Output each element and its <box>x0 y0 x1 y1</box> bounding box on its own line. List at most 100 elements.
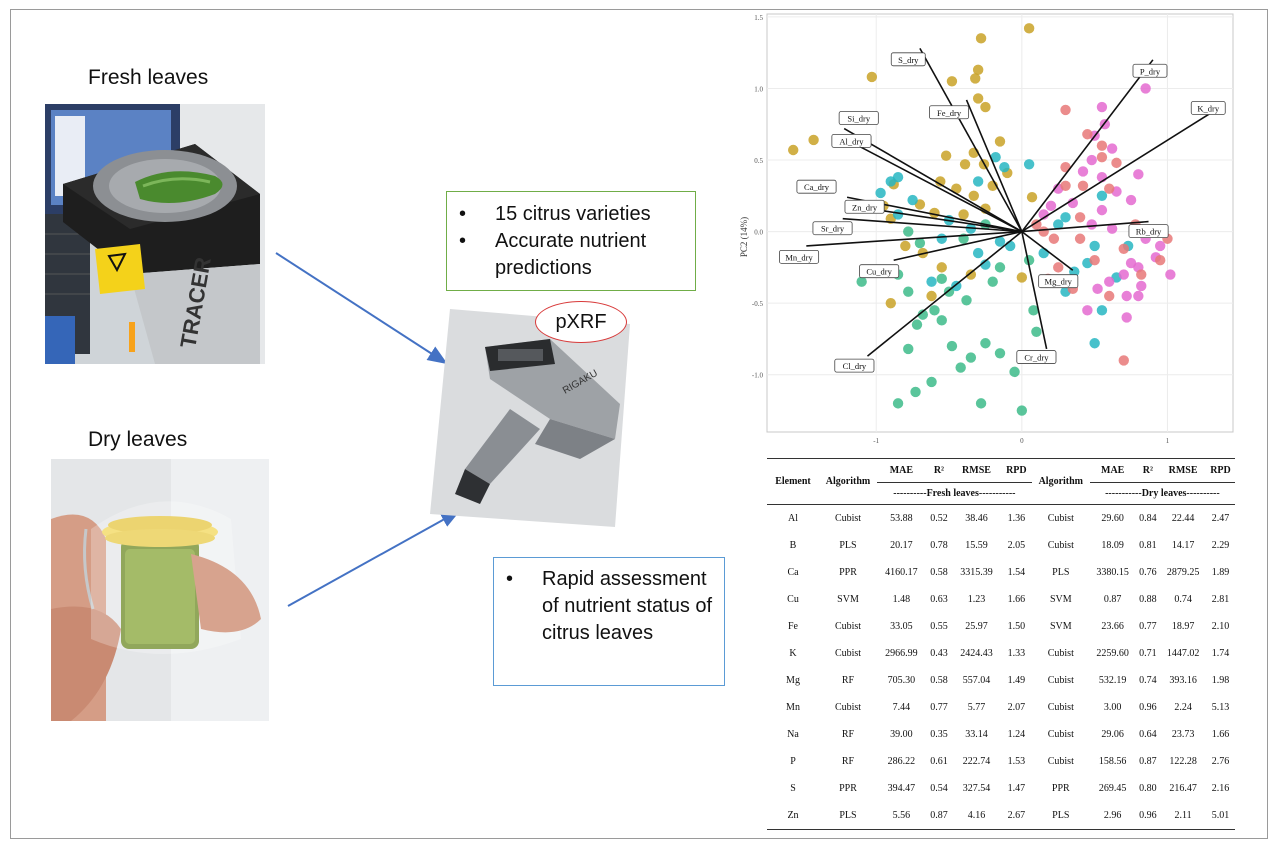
loading-label: Sr_dry <box>821 224 845 234</box>
table-cell: SVM <box>837 594 859 605</box>
score-point <box>955 362 966 373</box>
table-cell: K <box>789 648 797 659</box>
score-point <box>972 64 984 76</box>
score-point <box>1045 200 1057 212</box>
score-point <box>1106 143 1118 154</box>
table-cell: 14.17 <box>1171 540 1195 551</box>
score-point <box>1154 240 1166 252</box>
x-tick-label: 1 <box>1166 437 1170 445</box>
table-cell: PPR <box>839 567 857 578</box>
col-header: R² <box>925 458 953 483</box>
score-point <box>1009 366 1020 378</box>
score-point <box>965 352 977 363</box>
y-tick-label: 0.0 <box>754 229 763 237</box>
score-point <box>1060 212 1071 223</box>
table-cell: 0.87 <box>925 802 953 830</box>
table-cell: 1.74 <box>1211 648 1230 659</box>
table-cell: Na <box>787 729 799 740</box>
loading-label-box <box>779 249 820 264</box>
score-point <box>1074 212 1086 223</box>
score-point <box>1096 151 1108 163</box>
table-cell: 2.47 <box>1211 513 1230 524</box>
table-cell: 1.36 <box>1007 513 1026 524</box>
x-tick-label: 0 <box>1020 437 1024 445</box>
table-cell: Cubist <box>834 513 862 524</box>
loading-label: Fe_dry <box>937 108 962 118</box>
fresh-leaves-label: Fresh leaves <box>88 66 209 89</box>
col-header: RPD <box>1205 458 1235 483</box>
score-point <box>975 33 987 44</box>
score-point <box>965 269 977 280</box>
table-cell: Cubist <box>1047 756 1074 767</box>
loading-label: Cr_dry <box>1024 353 1049 363</box>
results-table: Element Algorithm MAE R² RMSE RPD Algori… <box>767 458 1235 830</box>
grid <box>767 14 1233 432</box>
table-cell: 0.77 <box>1139 621 1157 632</box>
table-cell: 286.22 <box>887 756 916 767</box>
loading-label: Rb_dry <box>1136 227 1162 237</box>
score-point <box>968 190 979 202</box>
table-cell: 2.10 <box>1211 621 1230 632</box>
score-point <box>1086 154 1097 166</box>
score-point <box>900 240 911 252</box>
loading-label-box <box>838 111 879 125</box>
table-cell: 1.48 <box>892 594 911 605</box>
y-tick-label: 1.5 <box>754 14 763 22</box>
score-point <box>1104 290 1115 302</box>
table-cell: 0.54 <box>930 783 948 794</box>
score-point <box>1082 305 1093 316</box>
table-cell: SVM <box>1049 594 1072 605</box>
score-point <box>1053 219 1064 230</box>
score-point <box>907 194 918 206</box>
table-cell: SVM <box>1049 621 1072 632</box>
dry-leaves-photo <box>51 459 269 721</box>
dry-leaves-label: Dry leaves <box>88 428 188 451</box>
loading-vector <box>1021 220 1149 233</box>
score-point <box>1074 233 1086 244</box>
table-cell: 2424.43 <box>960 648 993 659</box>
table-cell: Cubist <box>834 648 862 659</box>
table-cell: 5.77 <box>967 702 986 713</box>
table-cell: 0.64 <box>1139 729 1157 740</box>
score-point <box>808 134 819 146</box>
table-cell: 1.98 <box>1211 675 1230 686</box>
table-cell: 1.54 <box>1007 567 1026 578</box>
table-cell: Al <box>788 513 798 524</box>
table-cell: 3.00 <box>1103 702 1122 713</box>
score-point <box>1140 83 1151 94</box>
table-cell: 5.13 <box>1211 702 1230 713</box>
col-header: MAE <box>1089 458 1136 483</box>
table-cell: 1.23 <box>967 594 986 605</box>
table-cell: Cubist <box>1047 702 1074 713</box>
score-point <box>1096 190 1108 202</box>
col-header: Element <box>767 458 819 505</box>
table-cell: RF <box>841 675 855 686</box>
score-point <box>965 223 977 234</box>
score-point <box>1082 129 1093 140</box>
score-point <box>1038 247 1049 259</box>
table-cell: 1.49 <box>1007 675 1026 686</box>
loading-label: Mn_dry <box>785 252 813 262</box>
table-cell: 0.43 <box>930 648 948 659</box>
col-header: R² <box>1135 458 1161 483</box>
table-cell: 705.30 <box>887 675 916 686</box>
score-point <box>972 93 984 104</box>
table-cell: 0.61 <box>930 756 948 767</box>
table-cell: 1.89 <box>1211 567 1230 578</box>
table-cell: PPR <box>1051 783 1070 794</box>
score-point <box>1118 243 1129 254</box>
score-point <box>946 76 958 87</box>
table-cell: 122.28 <box>1169 756 1197 767</box>
loading-label: Si_dry <box>847 114 870 124</box>
table-cell: 22.44 <box>1171 513 1195 524</box>
loading-vector <box>1021 230 1074 271</box>
table-cell: 0.81 <box>1139 540 1157 551</box>
table-cell: 0.96 <box>1135 802 1161 830</box>
table-cell: Mg <box>786 675 800 686</box>
table-cell: 5.01 <box>1205 802 1235 830</box>
